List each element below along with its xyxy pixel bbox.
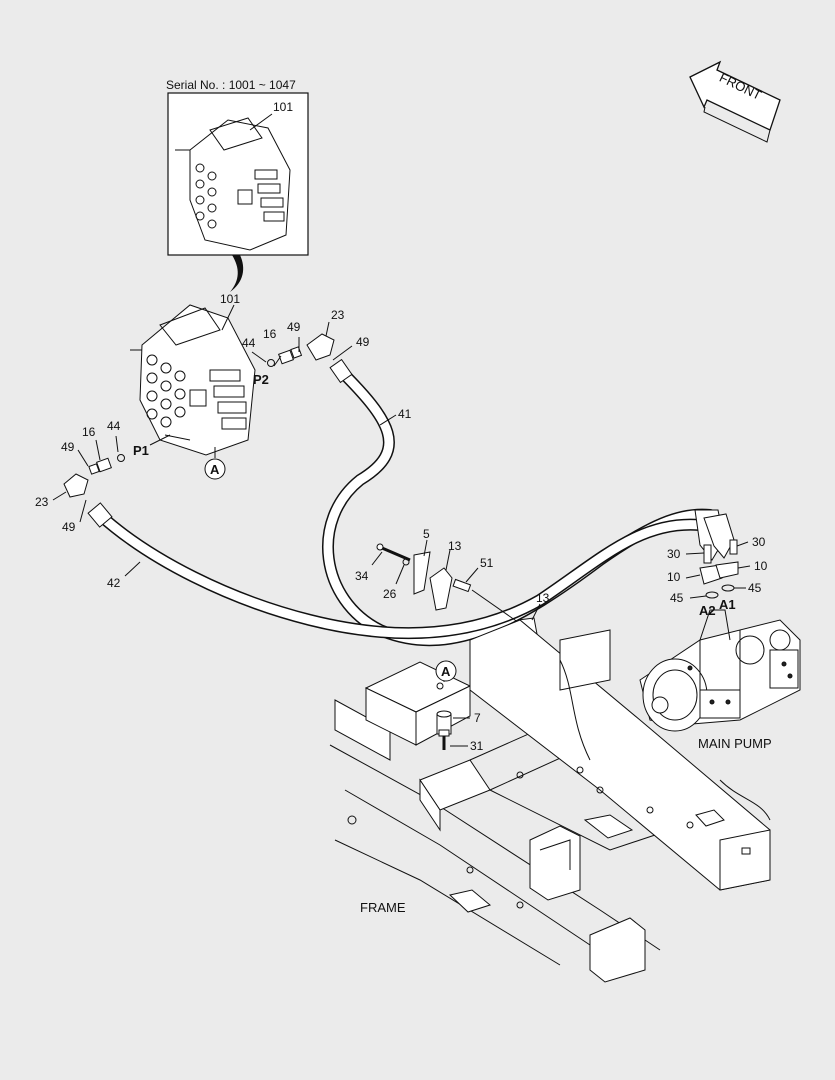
callout-101: 101 (220, 292, 240, 306)
oring-45-left (705, 591, 719, 599)
frame-caption: FRAME (360, 900, 406, 915)
callout-10-left: 10 (667, 570, 681, 584)
bracket-5 (413, 551, 431, 595)
valve-spool-caps (189, 369, 247, 430)
callout-23-p2: 23 (331, 308, 345, 322)
adapter-16-p2 (278, 349, 294, 365)
callout-30-right: 30 (752, 535, 766, 549)
callout-49-p2-upper: 49 (287, 320, 301, 334)
callout-34: 34 (355, 569, 369, 583)
detail-a-marker-frame: A (435, 660, 457, 682)
spacer-51 (452, 578, 472, 593)
callout-13-lower: 13 (536, 591, 550, 605)
clamp-13-upper (429, 567, 453, 611)
bolt-34 (381, 546, 411, 562)
svg-text:A: A (441, 664, 451, 679)
inset-serial-caption: Serial No. : 1001 ~ 1047 (166, 78, 296, 92)
callout-49-p1-upper: 49 (61, 440, 75, 454)
callout-42: 42 (107, 576, 121, 590)
hose-42 (87, 502, 706, 640)
frame-structure: A (329, 619, 771, 983)
callout-41: 41 (398, 407, 412, 421)
pump-hose-elbows (694, 509, 735, 561)
callout-7: 7 (474, 711, 481, 725)
port-label-a2: A2 (699, 603, 716, 618)
callout-49-p2-lower: 49 (356, 335, 370, 349)
callout-16-p2: 16 (263, 327, 277, 341)
callout-45-left: 45 (670, 591, 684, 605)
pump-flange-hardware (685, 539, 751, 599)
elbow-23-p2 (306, 333, 335, 361)
adapter-16-p1 (96, 457, 112, 473)
callout-45-right: 45 (748, 581, 762, 595)
inset-detail: Serial No. : 1001 ~ 1047 101 (166, 78, 309, 256)
valve-spool-holes (146, 354, 186, 428)
callout-23-p1: 23 (35, 495, 49, 509)
main-pump (639, 609, 801, 732)
inset-spool-holes (195, 163, 217, 229)
svg-text:A: A (210, 462, 220, 477)
inset-control-valve (175, 113, 291, 251)
detail-a-marker-valve: A (204, 447, 226, 480)
oring-44-p1 (117, 454, 125, 462)
callout-30-left: 30 (667, 547, 681, 561)
callout-31: 31 (470, 739, 484, 753)
callout-5: 5 (423, 527, 430, 541)
callout-26: 26 (383, 587, 397, 601)
callout-10-right: 10 (754, 559, 768, 573)
callout-44-p1: 44 (107, 419, 121, 433)
callout-inset-101: 101 (273, 100, 293, 114)
p2-fitting-group: P2 (251, 321, 353, 387)
main-pump-caption: MAIN PUMP (698, 736, 772, 751)
callout-44-p2: 44 (242, 336, 256, 350)
inset-spool-caps (237, 169, 285, 222)
callout-13-upper: 13 (448, 539, 462, 553)
elbow-23-p1 (63, 473, 89, 498)
callout-16-p1: 16 (82, 425, 96, 439)
bolt-30-right (729, 539, 738, 555)
main-control-valve (130, 304, 256, 456)
flange-10-right (715, 561, 739, 579)
washer-26 (402, 558, 410, 566)
callout-51: 51 (480, 556, 494, 570)
oring-45-right (721, 584, 735, 592)
pump-bolt-heads (687, 661, 793, 705)
port-label-p1: P1 (133, 443, 149, 458)
bolt-30-left (703, 544, 712, 564)
callout-49-p1-lower: 49 (62, 520, 76, 534)
port-label-a1: A1 (719, 597, 736, 612)
oring-44-p2 (267, 359, 275, 367)
inset-pointer-arrow (230, 255, 244, 292)
front-direction-arrow: FRONT (689, 60, 781, 143)
p1-fitting-group: P1 (52, 434, 171, 523)
port-label-p2: P2 (253, 372, 269, 387)
